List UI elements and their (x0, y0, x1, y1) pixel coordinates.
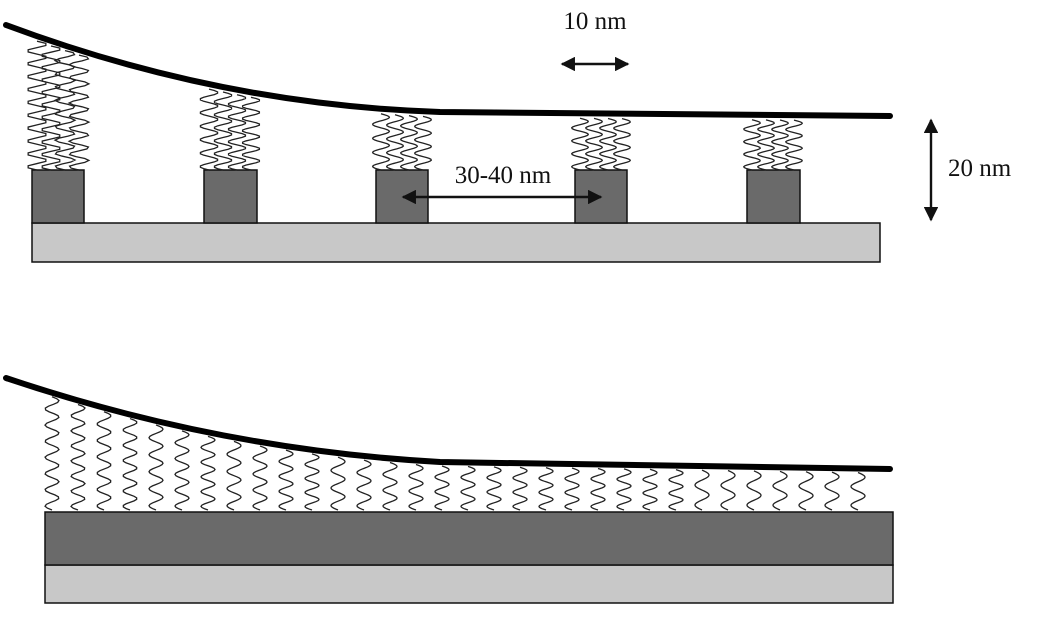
tether-strand (382, 461, 398, 511)
tether-strand (96, 411, 112, 511)
tether-strand (67, 54, 91, 171)
tether-strand (512, 466, 528, 511)
tether-strand (356, 459, 372, 511)
tether-strand (538, 467, 554, 511)
tether-strand (772, 470, 788, 511)
tether-strand (413, 115, 433, 171)
pillar (746, 169, 801, 224)
top-tether-strands (27, 40, 803, 171)
tether-strand (122, 417, 138, 511)
tether-strand (590, 467, 606, 511)
tether-strand (720, 469, 736, 511)
tether-strand (642, 468, 658, 511)
tether-strand (304, 453, 320, 511)
tether-strand (371, 113, 391, 171)
bottom-membrane (3, 375, 893, 472)
top-panel: 10 nm 30-40 nm 20 nm (3, 8, 1012, 263)
tether-strand (27, 40, 47, 171)
tether-strand (174, 430, 190, 511)
tether-strand (385, 114, 405, 171)
tether-strand (252, 445, 268, 511)
tether-strand (44, 396, 60, 511)
tether-strand (668, 469, 684, 511)
tether-strand (70, 403, 86, 511)
tether-strand (570, 117, 590, 171)
tether-strand (612, 117, 632, 171)
tether-strand (694, 469, 710, 511)
tether-strand (771, 119, 789, 171)
bottom-panel (3, 375, 894, 604)
tether-strand (330, 456, 346, 511)
pillar (31, 169, 85, 224)
tether-strand (200, 435, 216, 511)
pillar-spacing-label: 30-40 nm (455, 162, 552, 189)
tether-strand (41, 45, 61, 171)
tether-strand (598, 117, 618, 171)
tether-strand (434, 465, 450, 511)
tether-strand (399, 115, 419, 171)
tether-strand (53, 49, 77, 171)
tether-strand (241, 96, 261, 171)
tether-strand (278, 449, 294, 511)
tether-strand (148, 424, 164, 511)
tether-strand (850, 471, 866, 511)
pillar (203, 169, 258, 224)
tether-strand (824, 471, 840, 511)
tether-strand (460, 465, 476, 511)
tether-strand (199, 88, 219, 171)
tether-strand (584, 117, 604, 171)
tether-strand (226, 440, 242, 511)
top-substrate (31, 222, 881, 263)
tether-strand (408, 463, 424, 511)
continuous-coating-layer (44, 511, 894, 566)
tether-strand (616, 468, 632, 511)
tether-strand (798, 471, 814, 511)
top-spacing-label: 10 nm (563, 8, 627, 35)
tether-strand (486, 466, 502, 511)
tether-strand (742, 119, 762, 171)
tether-strand (785, 119, 803, 171)
top-membrane (3, 22, 893, 119)
bottom-substrate (44, 564, 894, 604)
bottom-tether-strands (44, 396, 866, 511)
tether-strand (756, 119, 776, 171)
height-label: 20 nm (948, 155, 1012, 182)
tether-strand (213, 91, 233, 171)
tether-strand (746, 470, 762, 511)
tether-strand (227, 94, 247, 171)
tether-strand (564, 467, 580, 511)
